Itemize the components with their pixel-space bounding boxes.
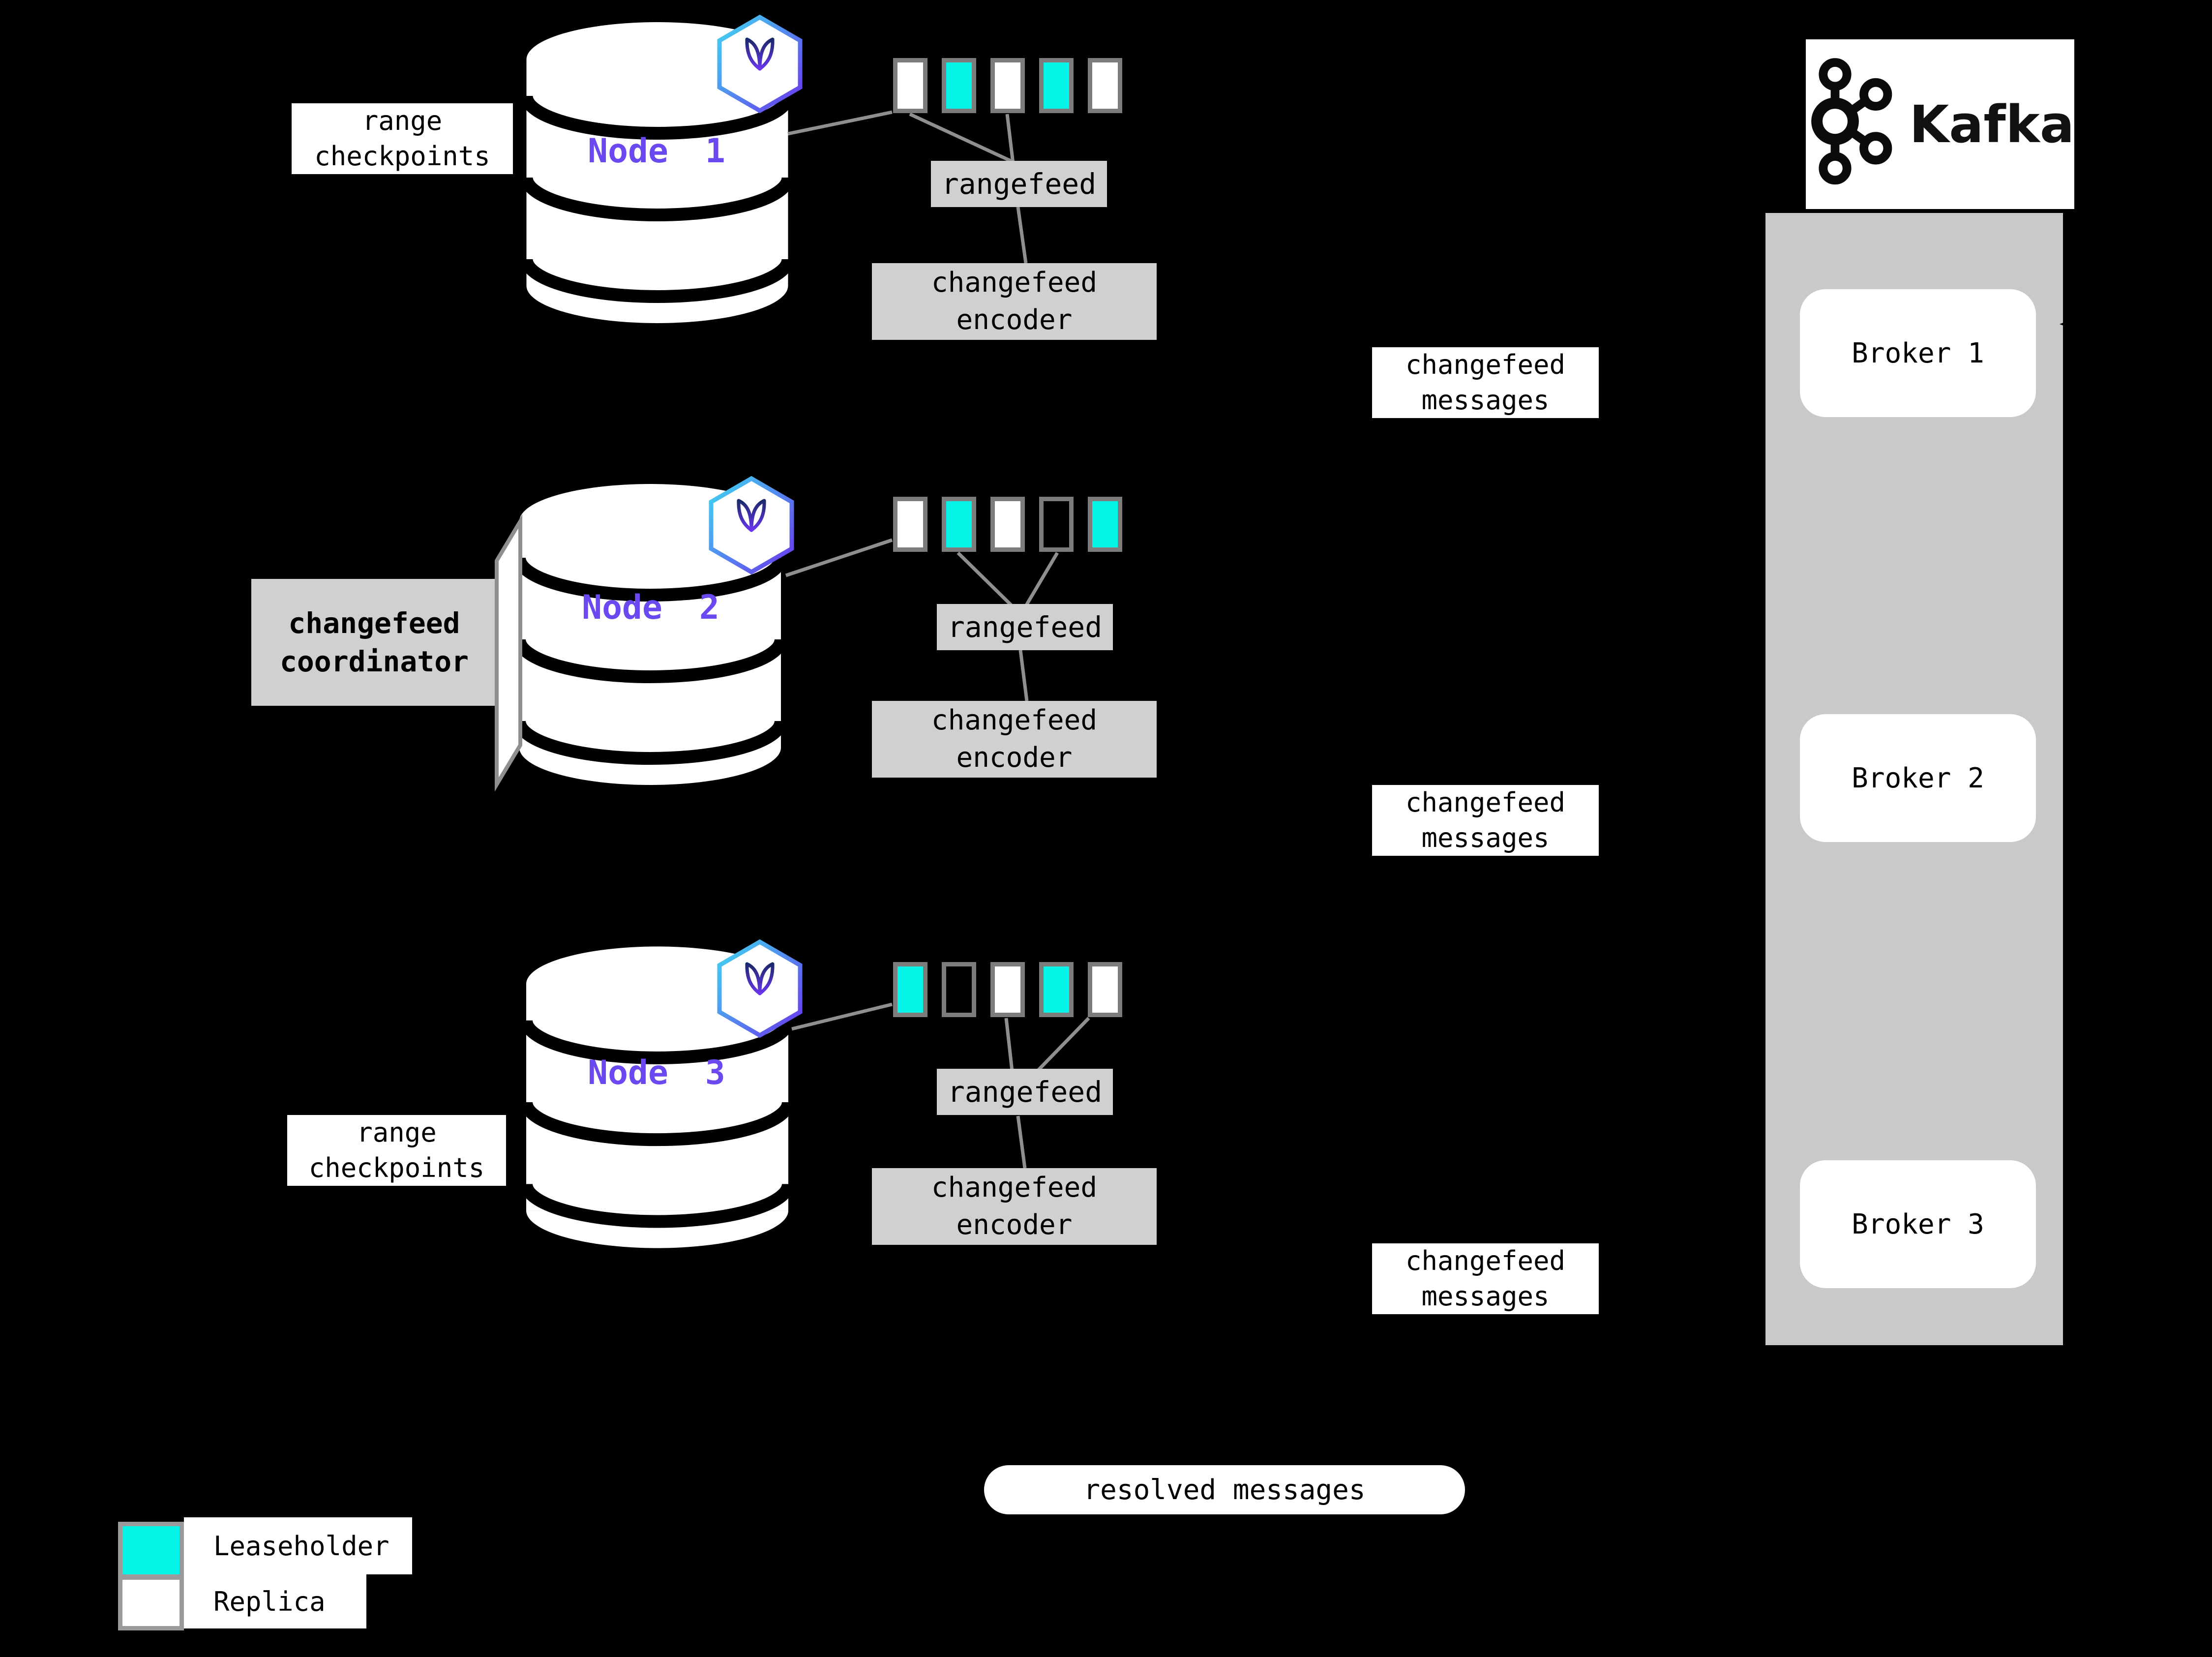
legend-leaseholder-swatch — [118, 1522, 184, 1579]
range-square — [942, 497, 976, 552]
messages-line1: changefeed — [1405, 349, 1566, 380]
range-square — [893, 962, 927, 1017]
replica-text: Replica — [213, 1586, 326, 1617]
connector-rangefeed1-to-encoder1 — [1016, 207, 1028, 264]
messages-line1: changefeed — [1405, 1245, 1566, 1276]
encoder-line1: changefeed — [931, 267, 1098, 299]
legend-replica-swatch — [118, 1575, 184, 1630]
broker-1: Broker 1 — [1800, 289, 2036, 417]
range-square — [942, 962, 976, 1017]
rangefeed-box-1: rangefeed — [931, 161, 1107, 207]
range-checkpoints-label-1: range checkpoints — [292, 103, 513, 174]
range-square — [1088, 497, 1122, 552]
messages-line1: changefeed — [1405, 787, 1566, 818]
arrowhead-into-coordinator-icon — [228, 636, 250, 655]
range-square — [893, 497, 927, 552]
kafka-logo-icon — [1811, 58, 1892, 184]
broker-3: Broker 3 — [1800, 1160, 2036, 1288]
connector-range3-to-rangefeed1 — [1005, 114, 1015, 164]
cockroachdb-logo-icon — [719, 942, 800, 1035]
checkpoints-line2: checkpoints — [314, 141, 490, 172]
connector-range3-to-rangefeed3 — [1004, 1018, 1014, 1071]
changefeed-encoder-box-2: changefeed encoder — [872, 701, 1157, 778]
changefeed-messages-label-2: changefeed messages — [1372, 785, 1599, 856]
encoder-line1: changefeed — [931, 704, 1098, 736]
range-square — [990, 497, 1025, 552]
broker-3-label: Broker 3 — [1852, 1208, 1984, 1240]
coordinator-flag-strip — [495, 514, 522, 792]
node2-label: Node 2 — [582, 588, 719, 627]
checkpoints-line1: range — [362, 105, 443, 136]
resolved-messages-pill: resolved messages — [984, 1465, 1465, 1514]
rangefeed-label: rangefeed — [947, 1075, 1103, 1109]
leaseholder-text: Leaseholder — [213, 1530, 389, 1562]
broker-1-label: Broker 1 — [1852, 337, 1984, 369]
coordinator-line1: changefeed — [288, 606, 460, 640]
range-square — [1039, 58, 1074, 113]
legend-leaseholder-label: Leaseholder — [184, 1517, 412, 1574]
node1-label: Node 1 — [588, 132, 725, 171]
connector-rangefeed2-to-encoder2 — [1018, 650, 1029, 701]
arrowhead-into-broker1-icon — [2060, 310, 2096, 338]
node3-label: Node 3 — [588, 1054, 725, 1092]
range-square — [1039, 497, 1074, 552]
cockroachdb-logo-icon — [711, 479, 792, 572]
range-square — [942, 58, 976, 113]
messages-line2: messages — [1421, 1281, 1550, 1312]
checkpoints-line2: checkpoints — [308, 1152, 485, 1183]
checkpoints-line1: range — [357, 1117, 437, 1148]
changefeed-coordinator-box: changefeed coordinator — [251, 579, 497, 706]
connector-node3-to-ranges — [791, 1002, 893, 1031]
resolved-messages-label: resolved messages — [1083, 1474, 1366, 1506]
connector-node2-to-ranges — [785, 538, 893, 577]
range-square — [893, 58, 927, 113]
broker-2-label: Broker 2 — [1852, 762, 1984, 794]
coordinator-line2: coordinator — [279, 645, 469, 678]
kafka-brand-label: Kafka — [1909, 94, 2074, 154]
messages-line2: messages — [1421, 385, 1550, 416]
range-square — [1088, 962, 1122, 1017]
rangefeed-label: rangefeed — [941, 167, 1097, 201]
encoder-line2: encoder — [956, 742, 1073, 774]
cockroachdb-logo-icon — [719, 17, 800, 111]
rangefeed-box-2: rangefeed — [937, 604, 1113, 650]
connector-node1-to-ranges — [787, 110, 893, 136]
connector-rangefeed3-to-encoder3 — [1016, 1115, 1027, 1169]
legend-replica-label: Replica — [184, 1574, 366, 1628]
encoder-line2: encoder — [956, 1209, 1073, 1241]
rangefeed-label: rangefeed — [947, 610, 1103, 644]
changefeed-messages-label-3: changefeed messages — [1372, 1243, 1599, 1314]
changefeed-messages-label-1: changefeed messages — [1372, 347, 1599, 418]
messages-line2: messages — [1421, 822, 1550, 853]
range-square — [990, 962, 1025, 1017]
changefeed-encoder-box-3: changefeed encoder — [872, 1168, 1157, 1245]
encoder-line1: changefeed — [931, 1172, 1098, 1204]
broker-2: Broker 2 — [1800, 714, 2036, 842]
connector-range5-to-rangefeed3 — [1036, 1017, 1090, 1072]
connector-range1-to-rangefeed1 — [909, 112, 1017, 165]
range-square — [1039, 962, 1074, 1017]
changefeed-encoder-box-1: changefeed encoder — [872, 263, 1157, 340]
kafka-logo-box: Kafka — [1806, 39, 2074, 209]
rangefeed-box-3: rangefeed — [937, 1069, 1113, 1115]
encoder-line2: encoder — [956, 304, 1073, 336]
range-square — [1088, 58, 1122, 113]
connector-range2-to-rangefeed2 — [957, 551, 1014, 607]
connector-range4-to-rangefeed2 — [1024, 552, 1059, 607]
range-checkpoints-label-3: range checkpoints — [287, 1115, 506, 1186]
range-square — [990, 58, 1025, 113]
